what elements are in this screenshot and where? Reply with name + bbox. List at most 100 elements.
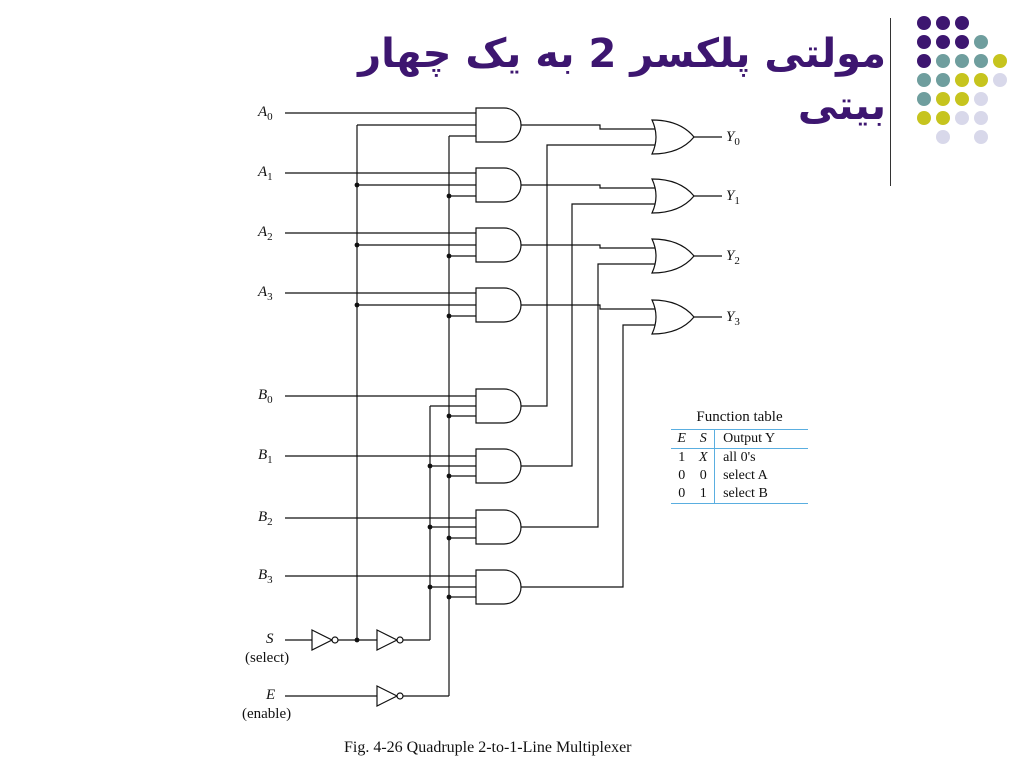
function-table: Function table E S Output Y 1 X all 0's … [671,409,808,504]
decorative-dot [974,35,988,49]
junction-dot [446,253,452,259]
select-label: S [266,631,274,647]
cell-s: 0 [692,467,716,485]
decorative-dot [936,92,950,106]
not-gate [311,629,334,651]
cell-s: X [692,448,716,467]
inverter-bubble [396,692,404,700]
junction-dot [354,242,360,248]
output-label: Y1 [726,188,740,207]
and-to-or-wire [521,144,655,407]
cell-e: 0 [678,468,686,483]
cell-output: select A [723,468,768,483]
input-label-a: A1 [257,164,273,183]
decorative-dot [993,73,1007,87]
not-gate [376,685,399,707]
decorative-dot [917,111,931,125]
and-gate [475,388,522,424]
and-to-or-wire [521,263,655,528]
and-gate [475,509,522,545]
inverter-bubble [396,636,404,644]
decorative-dot [955,16,969,30]
junction-dot [354,302,360,308]
and-gate [475,287,522,323]
decorative-dot-grid [900,8,1010,168]
and-to-or-wire [521,184,655,189]
input-label-a: A3 [257,284,273,303]
junction-dot [446,313,452,319]
junction-dot [427,524,433,530]
junction-dot [354,182,360,188]
decorative-dot [974,130,988,144]
and-to-or-wire [521,304,655,310]
cell-output: select B [723,486,768,501]
output-label: Y2 [726,248,740,267]
decorative-dot [936,73,950,87]
cell-e: 1 [678,450,686,465]
decorative-dot [917,16,931,30]
decorative-dot [955,73,969,87]
input-label-b: B2 [258,509,273,528]
decorative-dot [936,16,950,30]
decorative-dot [917,35,931,49]
decorative-dot [993,54,1007,68]
cell-e: 0 [678,486,686,501]
input-label-a: A0 [257,104,273,123]
function-table-grid: E S Output Y 1 X all 0's 0 0 select A 0 … [671,429,808,504]
decorative-dot [955,54,969,68]
junction-dot [446,413,452,419]
junction-dot [427,584,433,590]
decorative-dot [936,35,950,49]
header-s: S [692,429,716,449]
decorative-dot [974,111,988,125]
decorative-dot [936,54,950,68]
decorative-dot [917,54,931,68]
table-row: 0 0 select A [671,467,808,485]
decorative-dot [955,92,969,106]
or-gate [651,299,695,335]
decorative-dot [917,73,931,87]
input-label-b: B0 [258,387,273,406]
select-note: (select) [245,650,289,666]
cell-output: all 0's [723,450,756,465]
output-label: Y0 [726,129,740,148]
and-to-or-wire [521,203,655,467]
and-to-or-wire [521,244,655,249]
and-gate [475,569,522,605]
output-label: Y3 [726,309,740,328]
junction-dot [446,193,452,199]
decorative-dot [955,35,969,49]
or-gate [651,238,695,274]
enable-label: E [265,687,275,703]
and-gate [475,448,522,484]
decorative-dot [974,54,988,68]
junction-dot [446,473,452,479]
input-label-b: B1 [258,447,273,466]
function-table-caption: Function table [696,409,783,425]
and-gate [475,107,522,143]
input-label-b: B3 [258,567,273,586]
decorative-dot [917,92,931,106]
or-gate [651,178,695,214]
decorative-dot [974,73,988,87]
cell-s: 1 [692,485,716,504]
table-row: 0 1 select B [671,485,808,504]
slide-title: مولتی پلکسر 2 به یک چهار بیتی [358,31,886,129]
decorative-dot [974,92,988,106]
decorative-dot [955,111,969,125]
and-gate [475,227,522,263]
junction-dot [427,463,433,469]
junction-dot [446,535,452,541]
junction-dot [446,594,452,600]
decorative-dot [936,111,950,125]
and-to-or-wire [521,124,655,130]
title-divider [890,18,891,186]
table-row: 1 X all 0's [671,448,808,467]
enable-note: (enable) [242,706,291,722]
input-label-a: A2 [257,224,273,243]
not-gate [376,629,399,651]
inverter-bubble [331,636,339,644]
and-gate [475,167,522,203]
figure-caption: Fig. 4-26 Quadruple 2-to-1-Line Multiple… [344,739,632,756]
